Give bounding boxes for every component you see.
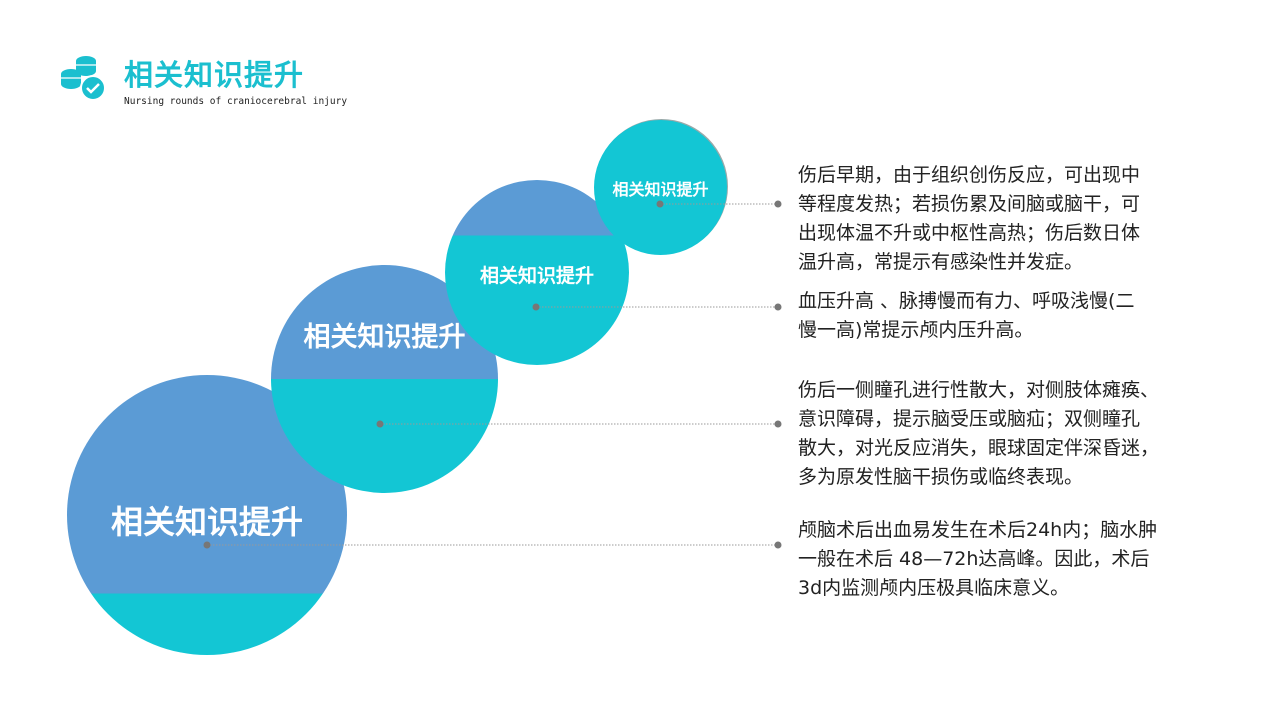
text-line: 出现体温不升或中枢性高热；伤后数日体 [798,222,1141,244]
connector-dot [376,420,384,428]
circle-label: 相关知识提升 [612,180,709,199]
text-line: 意识障碍，提示脑受压或脑疝；双侧瞳孔 [798,408,1141,430]
text-line: 温升高，常提示有感染性并发症。 [798,251,1084,273]
paragraph-fever: 伤后早期，由于组织创伤反应，可出现中 等程度发热；若损伤累及间脑或脑干，可 出现… [798,161,1140,277]
circle-label: 相关知识提升 [303,322,466,353]
text-line: 颅脑术后出血易发生在术后24h内；脑水肿 [798,519,1158,541]
connector-dot [774,420,782,428]
text-line: 伤后早期，由于组织创伤反应，可出现中 [798,164,1141,186]
connector-dot [656,200,664,208]
paragraph-intracranial-pressure: 颅脑术后出血易发生在术后24h内；脑水肿 一般在术后 48—72h达高峰。因此，… [798,516,1157,603]
page-title: 相关知识提升 [124,58,305,92]
text-line: 等程度发热；若损伤累及间脑或脑干，可 [798,193,1141,215]
paragraph-pupil: 伤后一侧瞳孔进行性散大，对侧肢体瘫痪、 意识障碍，提示脑受压或脑疝；双侧瞳孔 散… [798,376,1159,492]
circle-4: 相关知识提升 [594,120,727,255]
text-line: 散大，对光反应消失，眼球固定伴深昏迷， [798,437,1160,459]
coins-check-icon [61,56,106,101]
text-line: 3d内监测颅内压极具临床意义。 [798,577,1070,599]
text-line: 伤后一侧瞳孔进行性散大，对侧肢体瘫痪、 [798,379,1160,401]
text-line: 一般在术后 48—72h达高峰。因此，术后 [798,548,1150,570]
text-line: 慢一高)常提示颅内压升高。 [798,319,1034,341]
connector-dot [532,303,540,311]
connector-dot [774,200,782,208]
circle-label: 相关知识提升 [110,503,303,541]
circle-label: 相关知识提升 [479,265,594,287]
text-line: 血压升高 、脉搏慢而有力、呼吸浅慢(二 [798,290,1135,312]
paragraph-blood-pressure: 血压升高 、脉搏慢而有力、呼吸浅慢(二 慢一高)常提示颅内压升高。 [798,287,1134,345]
connector-dot [203,541,211,549]
text-line: 多为原发性脑干损伤或临终表现。 [798,466,1084,488]
connector-dot [774,541,782,549]
page-subtitle: Nursing rounds of craniocerebral injury [124,96,348,107]
connector-dot [774,303,782,311]
